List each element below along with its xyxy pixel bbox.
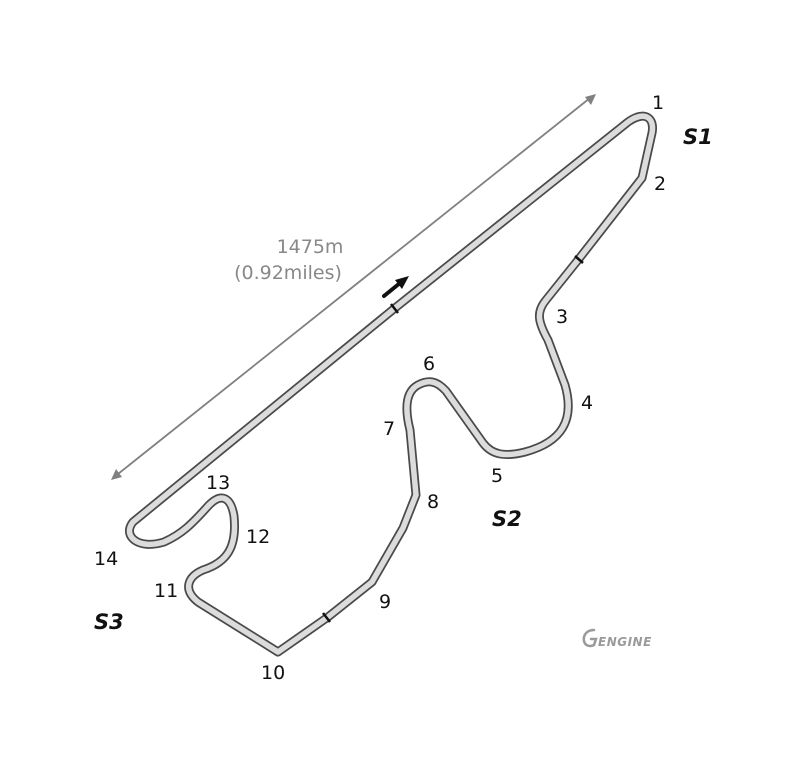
corner-3-label: 3 bbox=[556, 306, 568, 328]
corner-4-label: 4 bbox=[581, 392, 593, 414]
corner-12-label: 12 bbox=[246, 526, 270, 548]
track-length-miles: (0.92miles) bbox=[234, 262, 342, 284]
logo-text: ENGINE bbox=[598, 635, 652, 649]
sector-2-label: S2 bbox=[492, 507, 522, 531]
sector2-marker bbox=[322, 612, 331, 623]
corner-14-label: 14 bbox=[94, 548, 118, 570]
corner-8-label: 8 bbox=[427, 491, 439, 513]
measure-arrowhead-end bbox=[585, 94, 596, 105]
measure-arrowhead-start bbox=[111, 469, 122, 480]
corner-1-label: 1 bbox=[652, 92, 664, 114]
corner-10-label: 10 bbox=[261, 662, 285, 684]
track-outline bbox=[125, 111, 658, 657]
sector1-marker bbox=[574, 255, 584, 264]
corner-5-label: 5 bbox=[491, 465, 503, 487]
corner-7-label: 7 bbox=[383, 418, 395, 440]
track-length-meters: 1475m bbox=[277, 236, 344, 258]
corner-9-label: 9 bbox=[379, 591, 391, 613]
track-layout bbox=[125, 111, 658, 657]
g-engine-logo-icon: ENGINE bbox=[582, 628, 652, 649]
arrow-up-right-icon bbox=[382, 276, 409, 298]
track-surface bbox=[126, 113, 656, 655]
start-finish-marker bbox=[390, 303, 399, 314]
corner-13-label: 13 bbox=[206, 472, 230, 494]
corner-6-label: 6 bbox=[423, 353, 435, 375]
length-measure bbox=[111, 94, 596, 480]
corner-11-label: 11 bbox=[154, 580, 178, 602]
corner-2-label: 2 bbox=[654, 173, 666, 195]
sector-3-label: S3 bbox=[94, 610, 124, 634]
sector-1-label: S1 bbox=[683, 125, 713, 149]
